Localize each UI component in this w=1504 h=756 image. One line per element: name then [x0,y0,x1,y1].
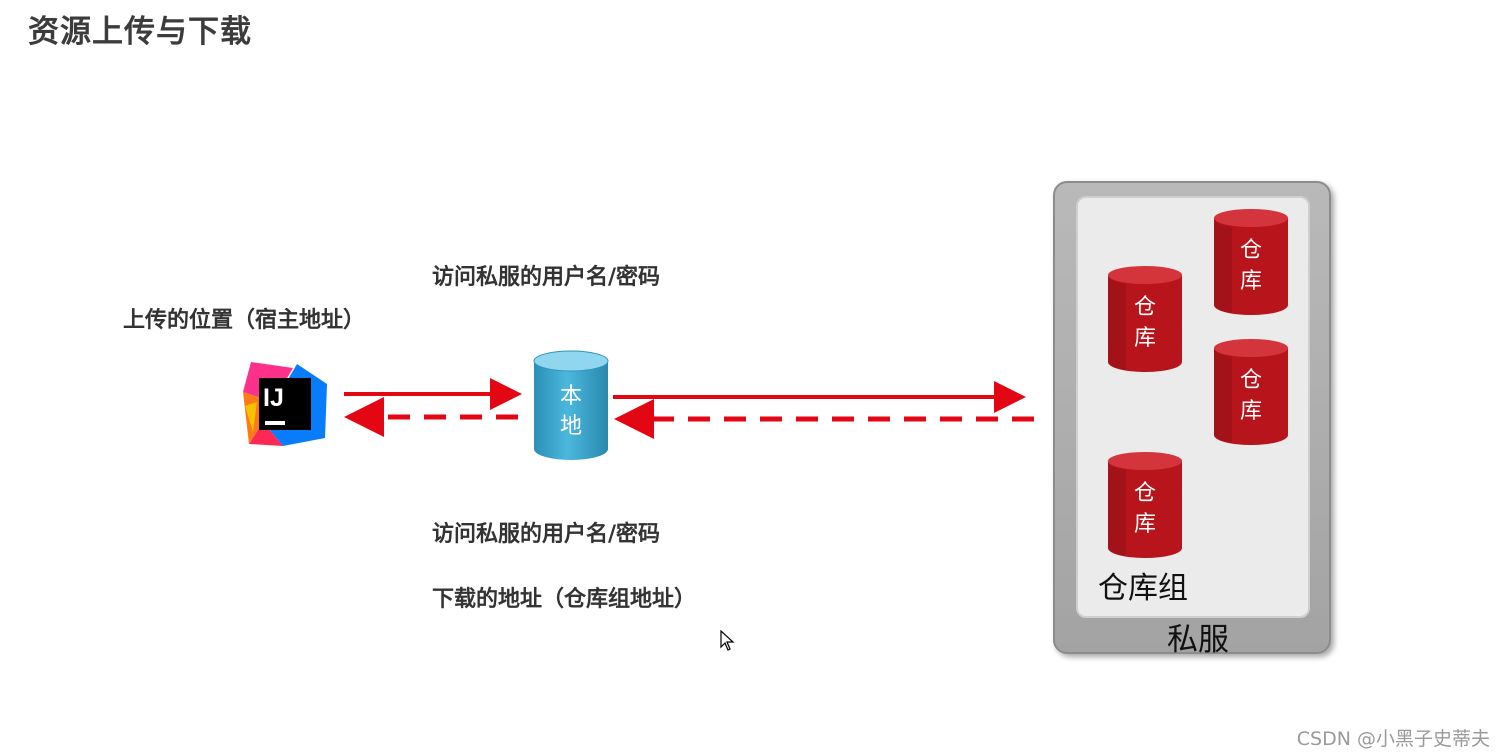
download-address-label: 下载的地址（仓库组地址） [432,587,697,612]
private-server-label: 私服 [1167,622,1229,658]
repository-group-label: 仓库组 [1098,571,1188,606]
local-repository-cylinder: 本 地 [533,350,609,460]
local-label-line1: 本 [560,384,582,409]
repository-cylinder: 仓 库 [1107,266,1182,372]
repository-label-line2: 库 [1134,512,1156,537]
repository-cylinder: 仓 库 [1213,209,1288,315]
repository-label-line2: 库 [1240,269,1262,294]
credentials-label-top: 访问私服的用户名/密码 [432,265,661,290]
repository-label-line1: 仓 [1134,481,1156,506]
page-title: 资源上传与下载 [28,14,252,50]
ide-icon-text: IJ [263,384,284,412]
mouse-cursor-icon [720,630,735,651]
repository-label-line1: 仓 [1240,368,1262,393]
repository-cylinder: 仓 库 [1213,339,1288,445]
repository-label-line1: 仓 [1134,295,1156,320]
repository-label-line1: 仓 [1240,238,1262,263]
repository-cylinder: 仓 库 [1107,452,1182,558]
upload-location-label: 上传的位置（宿主地址） [123,308,366,333]
local-label-line2: 地 [560,414,582,439]
repository-label-line2: 库 [1134,326,1156,351]
watermark: CSDN @小黑子史蒂夫 [1296,728,1490,750]
credentials-label-bottom: 访问私服的用户名/密码 [432,522,661,547]
repository-label-line2: 库 [1240,399,1262,424]
intellij-idea-icon: IJ [243,362,327,446]
